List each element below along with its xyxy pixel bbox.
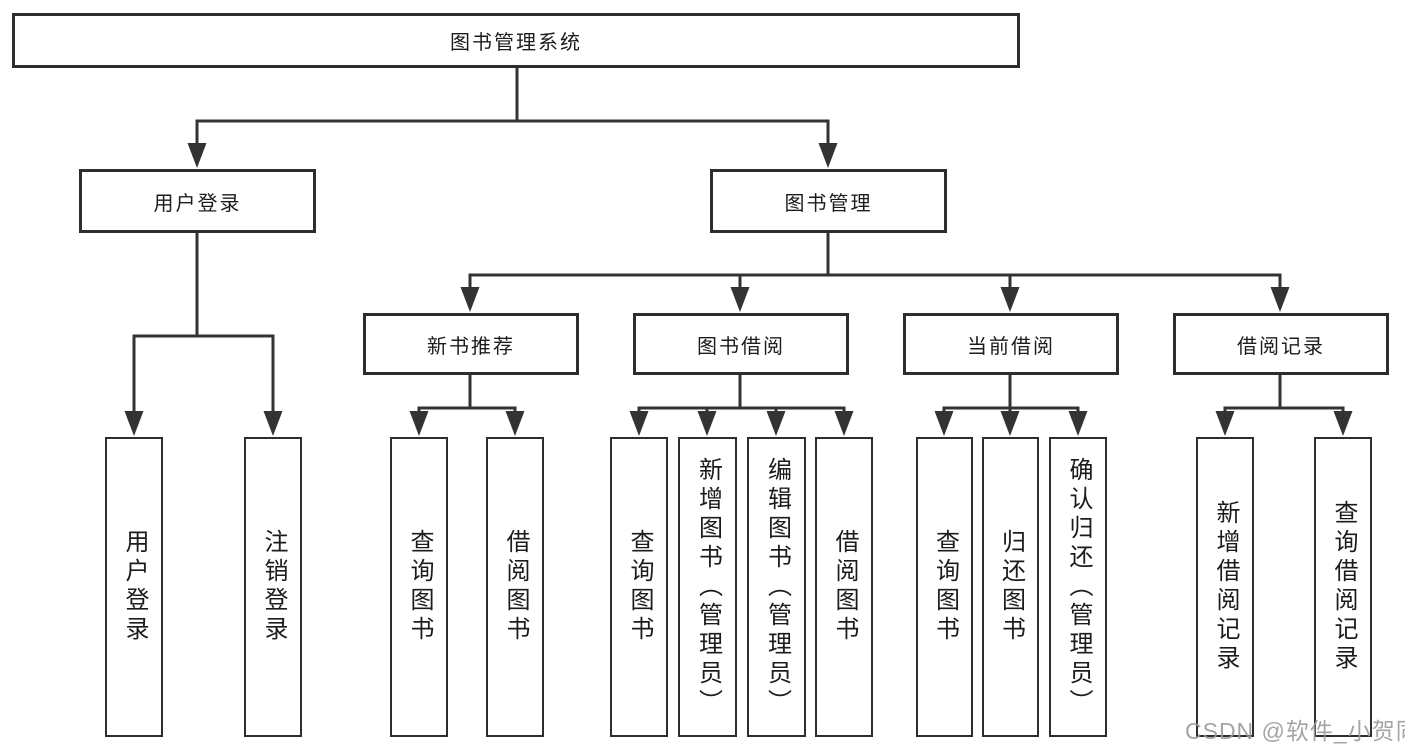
leaf-user-login: 用户登录 — [105, 437, 163, 737]
leaf-borrowing-query-books: 查询图书 — [610, 437, 668, 737]
node-new-book-recommendation: 新书推荐 — [363, 313, 579, 375]
leaf-recommend-borrow-books: 借阅图书 — [486, 437, 544, 737]
watermark: CSDN @软件_小贺同学 — [1185, 718, 1405, 744]
node-root: 图书管理系统 — [12, 13, 1020, 68]
leaf-current-query-books: 查询图书 — [916, 437, 973, 737]
leaf-logout: 注销登录 — [244, 437, 302, 737]
node-user-login: 用户登录 — [79, 169, 316, 233]
node-current-borrowing: 当前借阅 — [903, 313, 1119, 375]
node-borrowing-records: 借阅记录 — [1173, 313, 1389, 375]
leaf-records-query-record: 查询借阅记录 — [1314, 437, 1372, 737]
leaf-current-confirm-return-admin: 确认归还（管理员） — [1049, 437, 1107, 737]
leaf-recommend-query-books: 查询图书 — [390, 437, 448, 737]
leaf-borrowing-edit-books-admin: 编辑图书（管理员） — [747, 437, 806, 737]
leaf-borrowing-add-books-admin: 新增图书（管理员） — [678, 437, 737, 737]
leaf-records-add-record: 新增借阅记录 — [1196, 437, 1254, 737]
leaf-borrowing-borrow-books: 借阅图书 — [815, 437, 873, 737]
node-book-management: 图书管理 — [710, 169, 947, 233]
node-book-borrowing: 图书借阅 — [633, 313, 849, 375]
leaf-current-return-books: 归还图书 — [982, 437, 1039, 737]
